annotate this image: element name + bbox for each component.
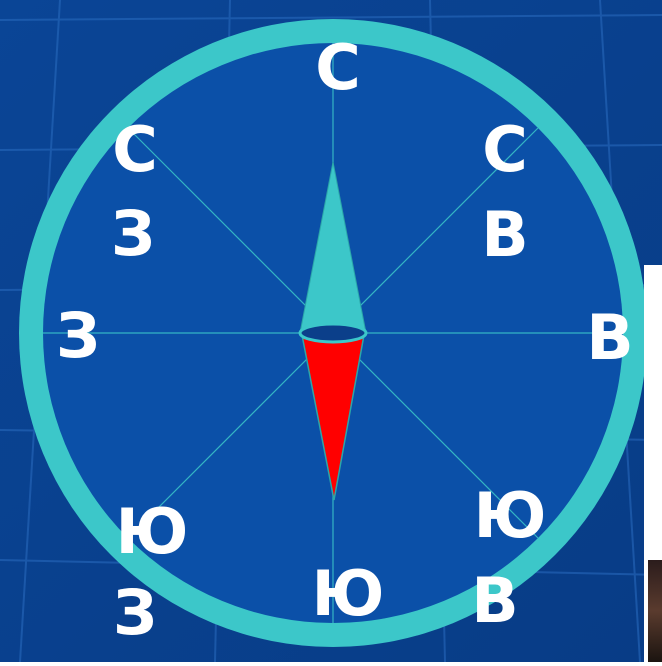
label-southwest-top: Ю xyxy=(116,501,189,563)
label-south: Ю xyxy=(312,563,385,625)
label-southeast-bottom: В xyxy=(471,570,518,632)
label-northwest-bottom: З xyxy=(111,203,155,265)
label-north: С xyxy=(315,37,361,99)
label-west: З xyxy=(56,305,100,367)
label-southeast-top: Ю xyxy=(474,485,547,547)
cropped-image-detail xyxy=(648,560,662,662)
label-east: В xyxy=(586,307,633,369)
label-northeast-top: С xyxy=(482,119,528,181)
label-northwest-top: С xyxy=(112,119,158,181)
label-southwest-bottom: З xyxy=(113,582,157,644)
needle-pivot xyxy=(300,324,366,342)
label-northeast-bottom: В xyxy=(481,204,528,266)
